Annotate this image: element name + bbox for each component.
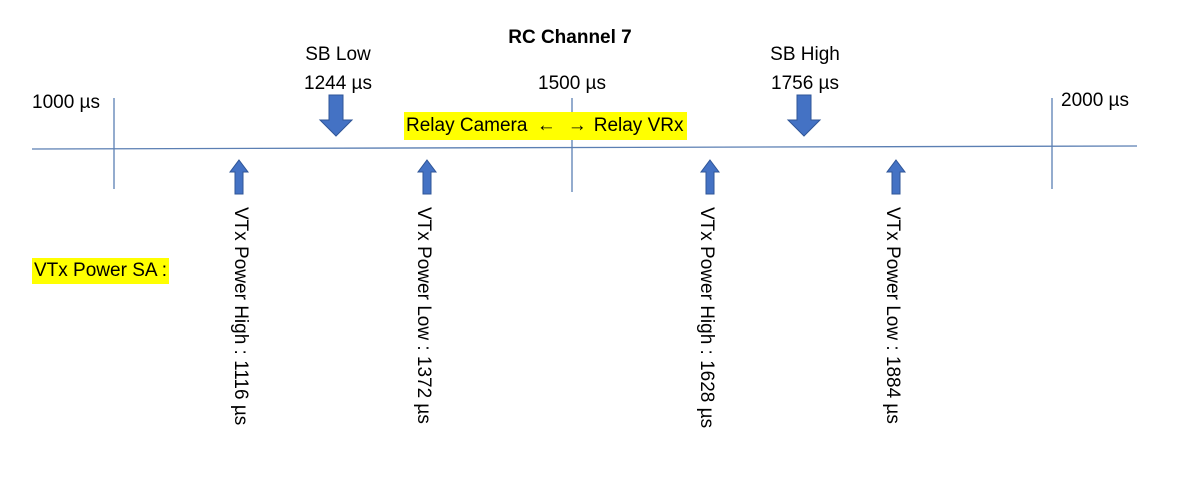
vtx-up-arrow-icon-3 — [700, 159, 720, 195]
axis-line — [31, 145, 1138, 150]
vtx-marker-label-3: VTx Power High : 1628 µs — [696, 207, 717, 429]
sb-high-down-arrow-icon — [786, 94, 822, 137]
sb-high-value: 1756 µs — [771, 73, 839, 94]
vtx-marker-label-1: VTx Power High : 1116 µs — [230, 207, 251, 426]
arrow-left-icon: ← — [536, 115, 556, 136]
arrow-right-icon: → — [567, 115, 587, 136]
vtx-up-arrow-icon-2 — [417, 159, 437, 195]
axis-min-label: 1000 µs — [32, 92, 100, 113]
sb-low-down-arrow-icon — [318, 94, 354, 137]
sb-low-value: 1244 µs — [304, 73, 372, 94]
relay-box: Relay Camera ← → Relay VRx — [404, 112, 688, 140]
relay-camera-label: Relay Camera — [406, 115, 528, 136]
vtx-marker-label-2: VTx Power Low : 1372 µs — [413, 207, 434, 424]
vtx-up-arrow-icon-4 — [886, 159, 906, 195]
axis-mid-label: 1500 µs — [538, 73, 606, 94]
relay-vrx-label: Relay VRx — [593, 115, 684, 136]
sb-low-name: SB Low — [305, 44, 371, 65]
sb-high-name: SB High — [770, 44, 840, 65]
vtx-up-arrow-icon-1 — [229, 159, 249, 195]
diagram-title: RC Channel 7 — [508, 27, 632, 48]
vtx-marker-label-4: VTx Power Low : 1884 µs — [882, 207, 903, 424]
axis-max-label: 2000 µs — [1061, 90, 1129, 111]
vtx-power-sa-label: VTx Power SA : — [32, 258, 170, 284]
